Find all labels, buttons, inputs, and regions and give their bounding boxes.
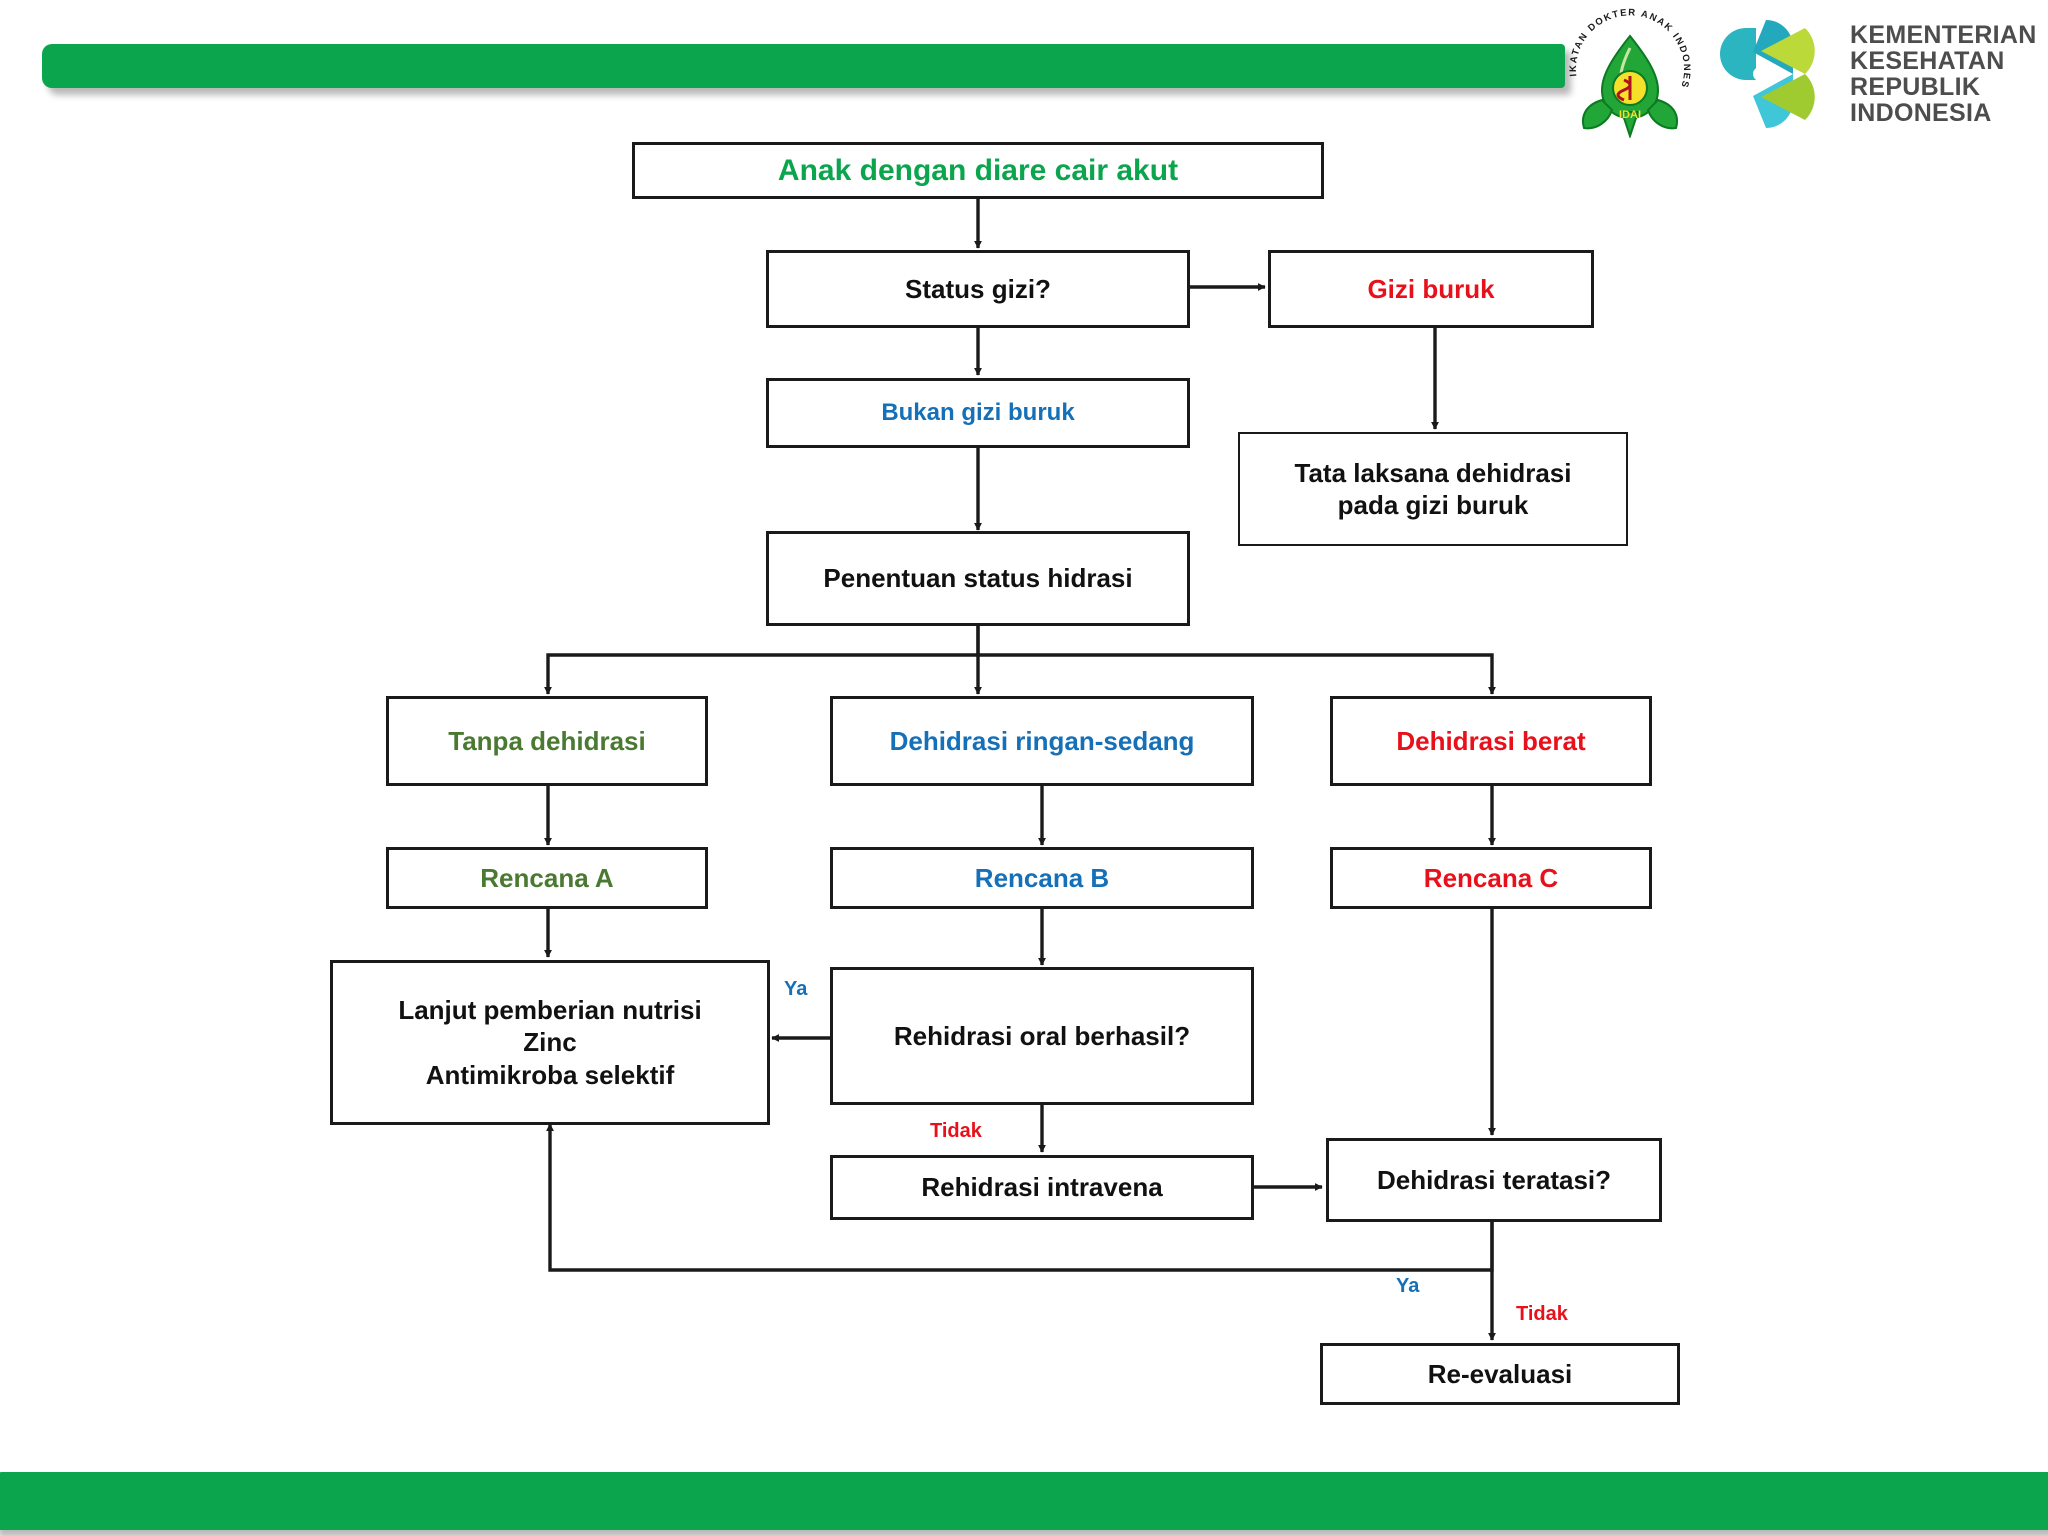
node-label: Rehidrasi intravena [921, 1172, 1163, 1203]
node-label: Rehidrasi oral berhasil? [893, 1020, 1191, 1051]
edge-label-teratasi-ya: Ya [1396, 1275, 1420, 1297]
node-rencana-a[interactable]: Rencana A [386, 847, 708, 909]
node-label: Rencana A [480, 862, 614, 893]
kemenkes-line-3: REPUBLIK [1850, 73, 1981, 101]
node-label: Gizi buruk [1367, 273, 1495, 304]
node-label: Dehidrasi teratasi? [1376, 1164, 1612, 1195]
node-bukan-gizi-buruk[interactable]: Bukan gizi buruk [766, 378, 1190, 448]
node-penentuan-status-hidrasi[interactable]: Penentuan status hidrasi [766, 531, 1190, 626]
node-dehidrasi-ringan-sedang[interactable]: Dehidrasi ringan-sedang [830, 696, 1254, 786]
svg-text:IDAI: IDAI [1619, 109, 1641, 121]
node-dehidrasi-berat[interactable]: Dehidrasi berat [1330, 696, 1652, 786]
node-label: Re-evaluasi [1427, 1358, 1573, 1389]
top-green-banner [42, 44, 1565, 88]
node-label: Status gizi? [905, 273, 1051, 304]
node-label: Lanjut pemberian nutrisi Zinc Antimikrob… [398, 994, 702, 1090]
node-label: Rencana B [974, 862, 1110, 893]
node-label: Dehidrasi ringan-sedang [889, 725, 1195, 756]
node-rehidrasi-oral-berhasil[interactable]: Rehidrasi oral berhasil? [830, 967, 1254, 1105]
kemenkes-line-2: KESEHATAN [1850, 47, 2005, 75]
node-status-gizi[interactable]: Status gizi? [766, 250, 1190, 328]
edge-label-oral-tidak: Tidak [930, 1120, 982, 1142]
node-rencana-c[interactable]: Rencana C [1330, 847, 1652, 909]
node-dehidrasi-teratasi[interactable]: Dehidrasi teratasi? [1326, 1138, 1662, 1222]
node-label: Anak dengan diare cair akut [777, 153, 1179, 187]
node-lanjut-pemberian-nutrisi[interactable]: Lanjut pemberian nutrisi Zinc Antimikrob… [330, 960, 770, 1125]
node-tata-laksana-dehidrasi-gizi-buruk[interactable]: Tata laksana dehidrasi pada gizi buruk [1238, 432, 1628, 546]
logo-group: IKATAN DOKTER ANAK INDONESIA IDAI KEMENT… [1560, 6, 2040, 138]
node-tanpa-dehidrasi[interactable]: Tanpa dehidrasi [386, 696, 708, 786]
node-re-evaluasi[interactable]: Re-evaluasi [1320, 1343, 1680, 1405]
node-label: Penentuan status hidrasi [823, 563, 1133, 594]
node-label: Tanpa dehidrasi [448, 725, 646, 756]
edge-label-teratasi-tidak: Tidak [1516, 1303, 1568, 1325]
edge-label-oral-ya: Ya [784, 978, 808, 1000]
idai-logo-icon: IKATAN DOKTER ANAK INDONESIA IDAI [1560, 8, 1690, 138]
kemenkes-line-4: INDONESIA [1850, 99, 1992, 127]
node-label: Bukan gizi buruk [881, 399, 1075, 426]
node-rehidrasi-intravena[interactable]: Rehidrasi intravena [830, 1155, 1254, 1220]
kemenkes-line-1: KEMENTERIAN [1850, 21, 2037, 49]
node-label: Dehidrasi berat [1396, 725, 1586, 756]
kemenkes-logo-icon [1720, 20, 1815, 128]
bottom-green-banner [0, 1472, 2048, 1530]
kemenkes-wordmark: KEMENTERIAN KESEHATAN REPUBLIK INDONESIA [1850, 22, 2037, 126]
node-label: Tata laksana dehidrasi pada gizi buruk [1294, 457, 1572, 521]
node-gizi-buruk[interactable]: Gizi buruk [1268, 250, 1594, 328]
node-label: Rencana C [1423, 862, 1559, 893]
node-rencana-b[interactable]: Rencana B [830, 847, 1254, 909]
node-anak-dengan-diare-cair-akut[interactable]: Anak dengan diare cair akut [632, 142, 1324, 199]
